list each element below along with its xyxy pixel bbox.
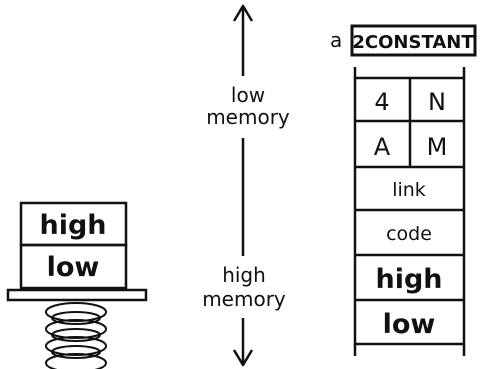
- low-memory-line2: memory: [206, 105, 290, 129]
- word-name: 2CONSTANT: [352, 32, 474, 53]
- low-memory-line1: low: [231, 83, 265, 107]
- code-field: code: [386, 223, 432, 245]
- high-memory-line2: memory: [202, 287, 286, 311]
- stack-cell-low: [19, 243, 128, 290]
- name-char-n-cell: N: [428, 88, 446, 116]
- low-value-field: low: [383, 309, 436, 340]
- spring-stack: high low: [6, 201, 148, 369]
- name-char-m-cell: M: [427, 133, 448, 161]
- up-arrow-icon: [232, 4, 254, 22]
- down-arrow-icon: [232, 349, 254, 367]
- link-field: link: [392, 179, 426, 201]
- high-memory-line1: high: [222, 263, 266, 287]
- stack-high-label: high: [39, 210, 106, 241]
- high-value-field: high: [375, 264, 442, 295]
- stack-low-label: low: [47, 252, 100, 283]
- spring-platform: [6, 288, 148, 302]
- memory-axis: low memory high memory: [202, 4, 290, 367]
- spring-coil: [45, 302, 107, 369]
- name-length-cell: 4: [374, 88, 389, 116]
- dictionary-entry: a 2CONSTANT 4 N A M link code high low: [330, 24, 477, 356]
- name-char-a-cell: A: [374, 133, 391, 161]
- word-name-box: [350, 24, 477, 57]
- article-a: a: [330, 28, 342, 52]
